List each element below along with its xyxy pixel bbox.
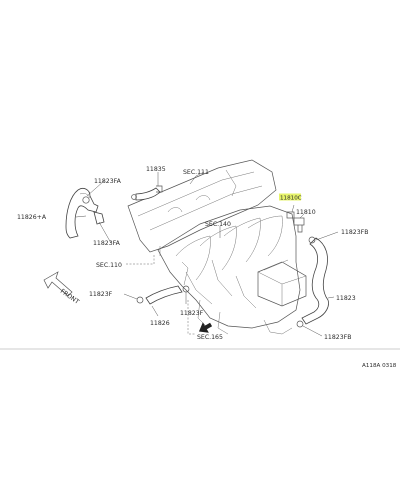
label-11823fb-bottom[interactable]: 11823FB: [324, 334, 352, 341]
clamp-11823f-mid: [182, 285, 190, 293]
label-11823[interactable]: 11823: [336, 295, 356, 302]
label-11823fa-bottom[interactable]: 11823FA: [93, 240, 121, 247]
pcv-pipe-11835: [131, 172, 163, 201]
section-arrow-icon: [198, 322, 213, 333]
label-11823f-mid[interactable]: 11823F: [180, 310, 204, 317]
front-arrow-icon: [43, 271, 73, 297]
clamp-11823f-left: [136, 296, 144, 304]
grommet-11810c: [286, 211, 295, 219]
label-sec111[interactable]: SEC.111: [183, 169, 209, 176]
hose-11823: [296, 236, 329, 328]
clamp-11823fa-top: [82, 196, 90, 204]
label-sec165[interactable]: SEC.165: [197, 334, 223, 341]
label-11826[interactable]: 11826: [150, 320, 170, 327]
label-11826a[interactable]: 11826+A: [17, 214, 47, 221]
clamp-11823fb-top: [308, 236, 316, 244]
label-front: FRONT: [59, 288, 81, 306]
label-11823fa-top[interactable]: 11823FA: [94, 178, 122, 185]
label-11823fb-top[interactable]: 11823FB: [341, 229, 369, 236]
highlight-11810c: [279, 193, 301, 201]
label-11823f-left[interactable]: 11823F: [89, 291, 113, 298]
label-11835[interactable]: 11835: [146, 166, 166, 173]
label-sec110[interactable]: SEC.110: [96, 262, 122, 269]
hose-11826: [136, 261, 190, 305]
hose-11826a: [65, 188, 105, 239]
leader-lines: [75, 171, 339, 337]
label-11810[interactable]: 11810: [296, 209, 316, 216]
label-11810c[interactable]: 11810C: [280, 196, 302, 202]
reference-code: A118A 0318: [362, 363, 397, 369]
rocker-cover: [127, 159, 277, 256]
intake-manifold: [157, 205, 307, 335]
label-sec140[interactable]: SEC.140: [205, 221, 231, 228]
pcv-valve-11810: [286, 211, 305, 233]
clamp-11823fb-bottom: [296, 320, 304, 328]
